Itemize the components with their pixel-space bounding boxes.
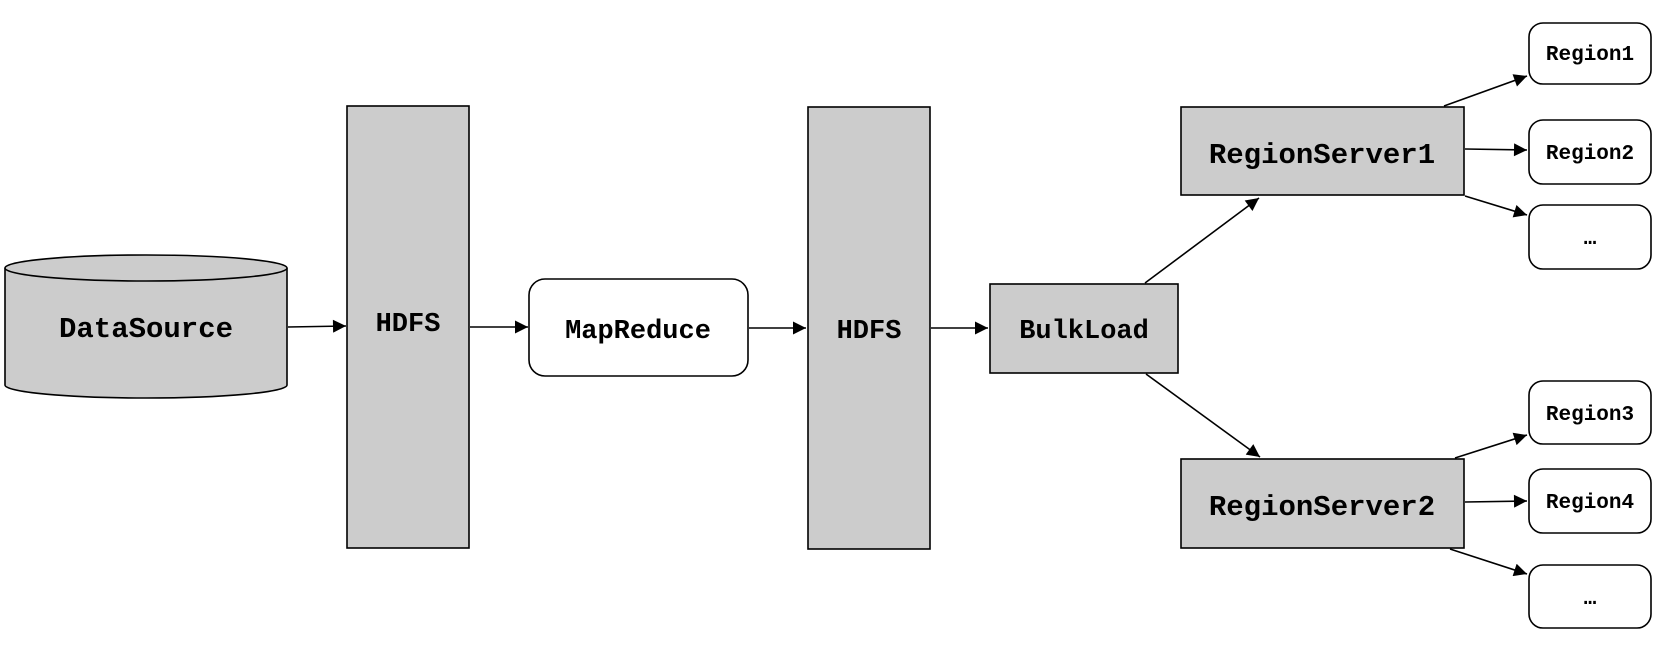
node-region-1: Region1 [1528, 22, 1652, 85]
bulkload-label: BulkLoad [1019, 317, 1149, 347]
mapreduce-label: MapReduce [565, 317, 711, 347]
region-3-box [1528, 380, 1652, 445]
node-region-3: Region3 [1528, 380, 1652, 445]
regionserver-2-label: RegionServer2 [1209, 491, 1435, 524]
region-more-2-label: … [1584, 588, 1597, 611]
node-regionserver-2: RegionServer2 [1180, 458, 1465, 549]
node-region-4: Region4 [1528, 468, 1652, 534]
datasource-cylinder-body [4, 268, 288, 399]
region-more-1-box [1528, 204, 1652, 270]
node-region-more-2: … [1528, 564, 1652, 629]
regionserver-1-label: RegionServer1 [1209, 139, 1435, 172]
edge-bulkload-regionserver2 [1145, 373, 1261, 458]
node-mapreduce: MapReduce [528, 278, 749, 377]
node-datasource: DataSource [4, 254, 288, 399]
region-more-1-label: … [1584, 228, 1597, 251]
region-1-label: Region1 [1546, 44, 1634, 67]
region-4-label: Region4 [1546, 492, 1634, 515]
node-hdfs-1: HDFS [346, 105, 470, 549]
hdfs-2-label: HDFS [837, 317, 902, 347]
region-1-box [1528, 22, 1652, 85]
edges [287, 74, 1528, 577]
datasource-label: DataSource [59, 313, 233, 346]
mapreduce-box [528, 278, 749, 377]
region-2-label: Region2 [1546, 143, 1634, 166]
node-hdfs-2: HDFS [807, 106, 931, 550]
region-4-box [1528, 468, 1652, 534]
region-more-2-box [1528, 564, 1652, 629]
edge-regionserver1-more1 [1464, 195, 1528, 218]
regionserver-2-box [1180, 458, 1465, 549]
edge-datasource-hdfs [287, 319, 347, 333]
node-region-2: Region2 [1528, 119, 1652, 185]
edge-regionserver2-more2 [1449, 548, 1528, 577]
regionserver-1-box [1180, 106, 1465, 196]
edge-regionserver2-region4 [1464, 494, 1528, 508]
hdfs-2-box [807, 106, 931, 550]
edge-regionserver1-region1 [1443, 74, 1528, 107]
edge-bulkload-regionserver1 [1144, 197, 1260, 284]
region-3-label: Region3 [1546, 404, 1634, 427]
edge-regionserver2-region3 [1454, 432, 1528, 459]
edge-regionserver1-region2 [1464, 143, 1528, 157]
node-regionserver-1: RegionServer1 [1180, 106, 1465, 196]
region-2-box [1528, 119, 1652, 185]
hdfs-1-label: HDFS [376, 310, 441, 340]
datasource-cylinder-top [4, 254, 288, 282]
node-region-more-1: … [1528, 204, 1652, 270]
bulkload-box [989, 283, 1179, 374]
hdfs-1-box [346, 105, 470, 549]
node-bulkload: BulkLoad [989, 283, 1179, 374]
